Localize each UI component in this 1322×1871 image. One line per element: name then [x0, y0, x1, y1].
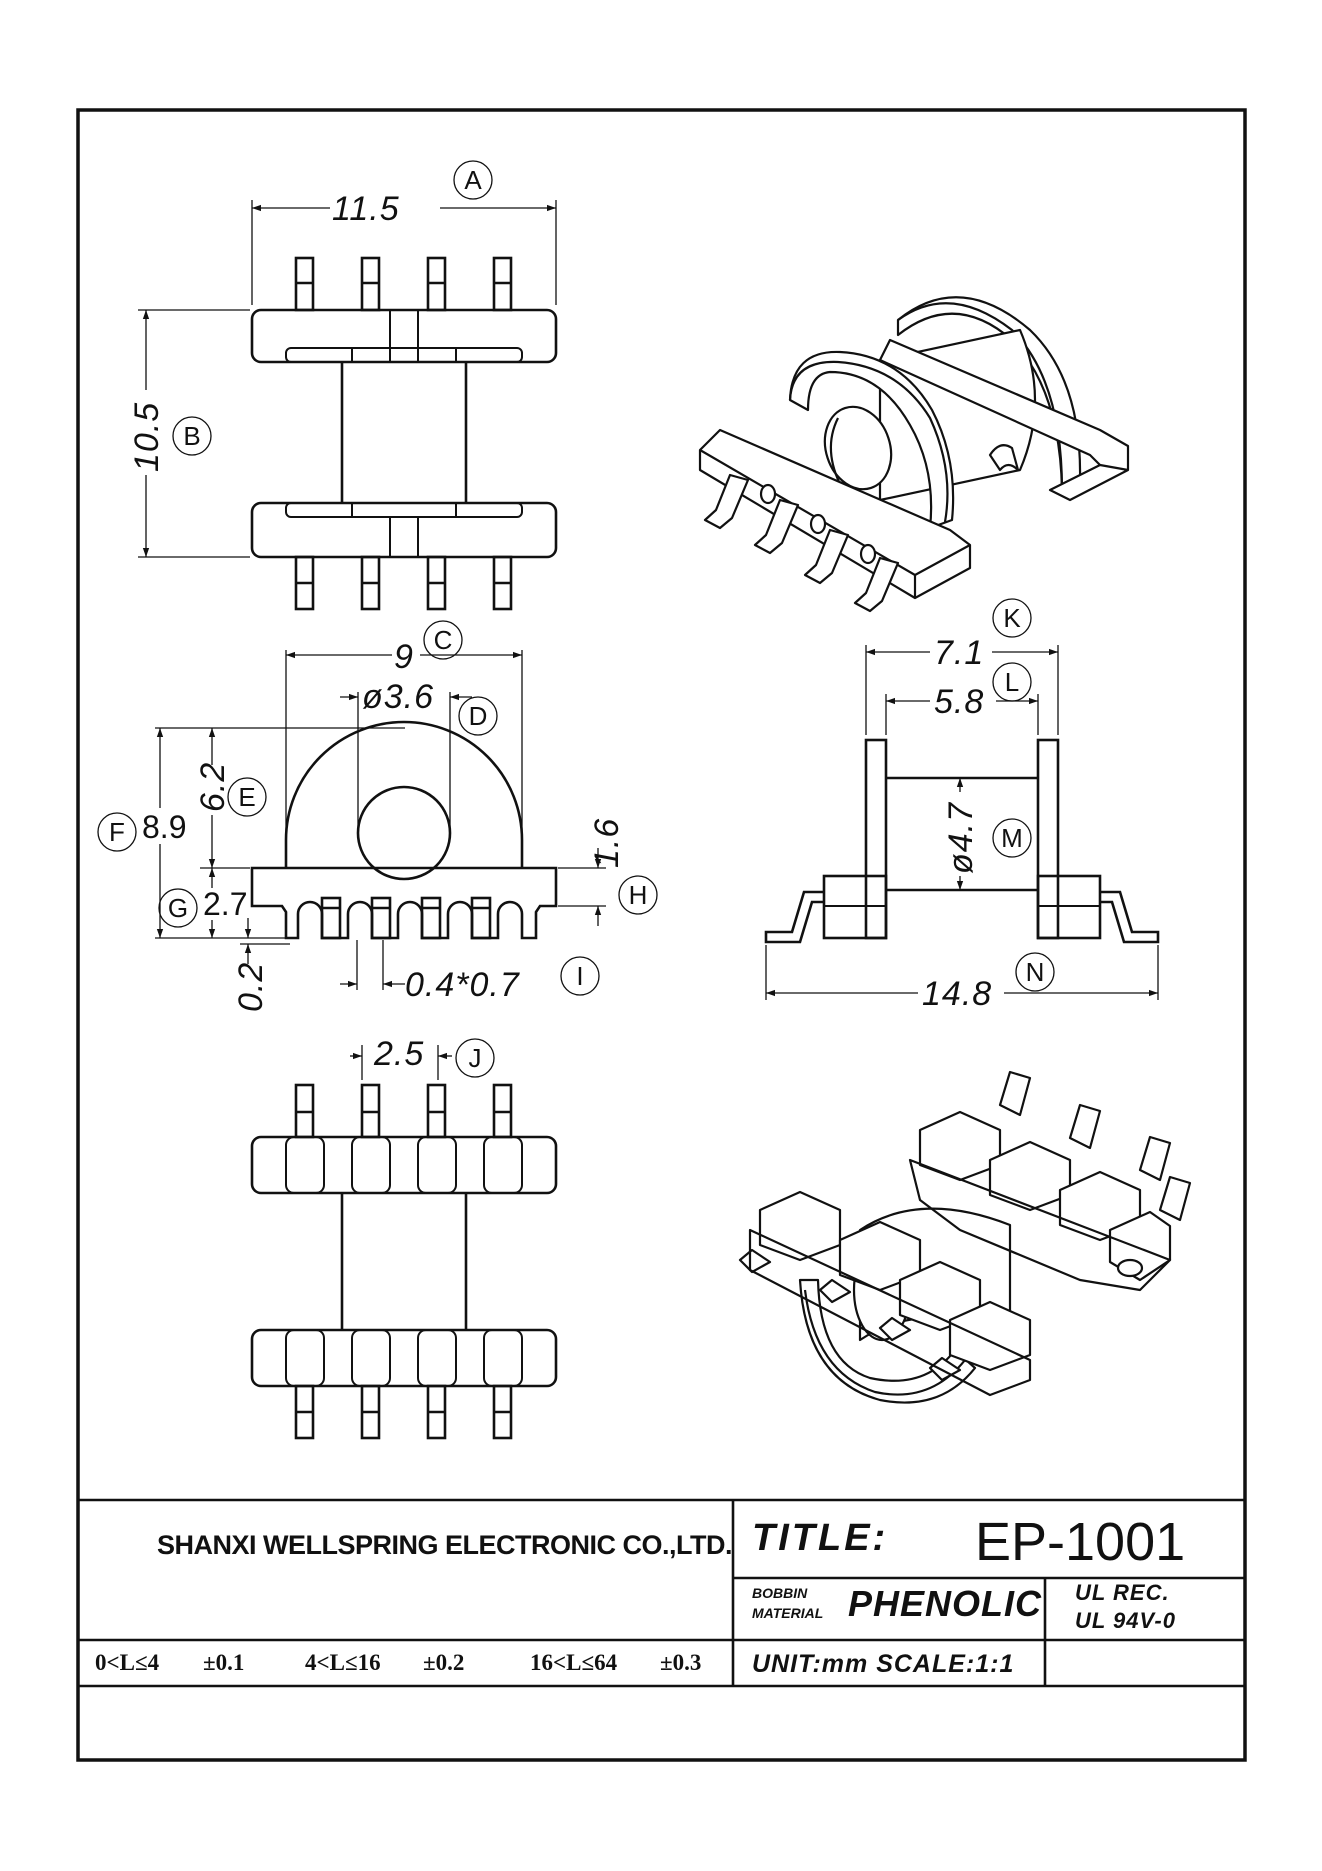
material-value: PHENOLIC	[848, 1583, 1042, 1624]
tolerance-value-2: ±0.2	[423, 1650, 464, 1675]
bubble-F: F	[109, 817, 125, 847]
material-label-1: BOBBIN	[752, 1585, 808, 1601]
dim-D-value: ø3.6	[362, 678, 434, 716]
dim-A-value: 11.5	[332, 190, 400, 228]
dim-B-value: 10.5	[128, 402, 166, 472]
dim-N-value: 14.8	[922, 975, 992, 1013]
bubble-B: B	[183, 421, 200, 451]
bubble-L: L	[1005, 667, 1019, 697]
material-label-2: MATERIAL	[752, 1605, 823, 1621]
front-view: 9 C ø3.6 D 6.2 E 8.9 F 2.7 G 0.2	[97, 620, 658, 1012]
bubble-I: I	[576, 961, 583, 991]
dim-G-value: 2.7	[203, 886, 247, 922]
company-name: SHANXI WELLSPRING ELECTRONIC CO.,LTD.	[157, 1530, 732, 1560]
isometric-view-bottom	[738, 1070, 1192, 1404]
side-view: 7.1 K 5.8 L ø4.7 M 14.8 N	[764, 598, 1160, 1013]
dim-J-value: 2.5	[373, 1035, 424, 1073]
bubble-N: N	[1026, 957, 1045, 987]
bubble-C: C	[434, 625, 453, 655]
tolerance-range-2: 4<L≤16	[305, 1650, 381, 1675]
dim-standoff-value: 0.2	[232, 962, 270, 1012]
top-view: 11.5 A 10.5 B	[128, 160, 558, 611]
dim-E-value: 6.2	[194, 762, 232, 812]
dim-K-value: 7.1	[934, 634, 984, 672]
bubble-D: D	[469, 701, 488, 731]
bubble-M: M	[1001, 823, 1023, 853]
tolerance-range-1: 0<L≤4	[95, 1650, 160, 1675]
ul-rec-label: UL REC.	[1075, 1580, 1170, 1605]
dim-M-value: ø4.7	[942, 802, 980, 874]
bottom-view: 2.5 J	[250, 1035, 558, 1440]
dim-H-value: 1.6	[588, 818, 626, 868]
dim-F-value: 8.9	[142, 809, 186, 845]
title-label: TITLE:	[752, 1517, 888, 1559]
ul-rating: UL 94V-0	[1075, 1608, 1176, 1633]
dim-I-value: 0.4*0.7	[405, 966, 520, 1004]
tolerance-value-3: ±0.3	[660, 1650, 701, 1675]
dim-C-value: 9	[394, 638, 414, 676]
drawing-border	[76, 108, 1247, 1762]
bubble-H: H	[629, 880, 648, 910]
bubble-E: E	[238, 782, 255, 812]
title-block: SHANXI WELLSPRING ELECTRONIC CO.,LTD. TI…	[78, 1498, 1245, 1688]
tolerance-value-1: ±0.1	[203, 1650, 244, 1675]
dim-L-value: 5.8	[934, 683, 984, 721]
part-number: EP-1001	[975, 1512, 1185, 1572]
bubble-A: A	[464, 165, 482, 195]
bubble-K: K	[1003, 603, 1021, 633]
unit-scale: UNIT:mm SCALE:1:1	[752, 1650, 1014, 1678]
tolerance-range-3: 16<L≤64	[530, 1650, 618, 1675]
bubble-J: J	[469, 1043, 482, 1073]
bubble-G: G	[168, 893, 188, 923]
isometric-view-top	[698, 296, 1130, 613]
